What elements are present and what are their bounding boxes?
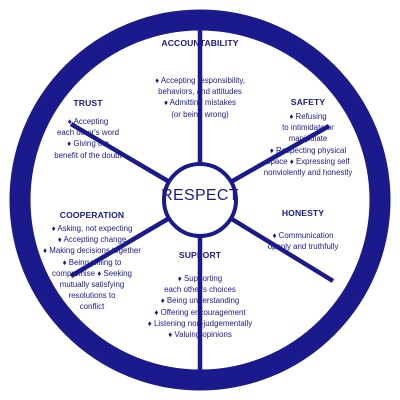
accountability-line: (or being wrong) bbox=[171, 109, 229, 119]
honesty-title: HONESTY bbox=[281, 208, 325, 218]
cooperation-line: mutually satisfying bbox=[59, 280, 125, 290]
trust-text: ♦ Accepting each other's word ♦ Giving t… bbox=[38, 116, 138, 161]
trust-line: benefit of the doubt bbox=[54, 150, 122, 160]
trust-title: TRUST bbox=[73, 98, 103, 108]
cooperation-line: ♦ Making decisions together bbox=[43, 246, 141, 256]
trust-line: each other's word bbox=[56, 128, 120, 138]
accountability-text: ♦ Accepting responsibility, behaviors, a… bbox=[130, 75, 270, 120]
accountability-line: ♦ Accepting responsibility, bbox=[155, 76, 245, 85]
support-line: each other's choices bbox=[164, 285, 236, 295]
safety-text: ♦ Refusing to intimidate or manipulate ♦… bbox=[248, 111, 368, 178]
safety-line: ♦ Refusing bbox=[289, 112, 327, 121]
cooperation-line: compromise ♦ Seeking bbox=[52, 268, 132, 278]
safety-line: to intimidate or bbox=[282, 123, 334, 133]
safety-line: ♦ Respecting physical bbox=[269, 145, 347, 155]
cooperation-line: resolutions to bbox=[68, 291, 116, 301]
accountability-line: ♦ Admitting mistakes bbox=[164, 98, 236, 108]
spoke-bottom-left bbox=[69, 211, 180, 278]
cooperation-line: ♦ Being willing to bbox=[62, 257, 122, 267]
honesty-text: ♦ Communication openly and truthfully bbox=[248, 230, 358, 252]
support-line: ♦ Supporting bbox=[177, 274, 223, 283]
honesty-line: ♦ Communication bbox=[272, 231, 334, 240]
support-line: ♦ Valuing opinions bbox=[168, 330, 232, 340]
accountability-title: ACCOUNTABILITY bbox=[161, 38, 239, 48]
support-line: ♦ Offering encouragement bbox=[154, 307, 246, 317]
cooperation-line: ♦ Asking, not expecting bbox=[51, 224, 133, 233]
spoke-bottom-right bbox=[220, 211, 335, 283]
cooperation-line: ♦ Accepting change bbox=[57, 235, 127, 245]
cooperation-title: COOPERATION bbox=[59, 210, 125, 220]
cooperation-line: conflict bbox=[79, 302, 105, 312]
spoke-top-right bbox=[220, 124, 331, 189]
safety-line: space ♦ Expressing self bbox=[266, 156, 350, 166]
honesty-line: openly and truthfully bbox=[267, 242, 339, 252]
spoke-top-left bbox=[69, 122, 180, 189]
safety-title: SAFETY bbox=[290, 97, 326, 107]
center-label: RESPECT bbox=[161, 187, 239, 204]
cooperation-text: ♦ Asking, not expecting ♦ Accepting chan… bbox=[32, 223, 152, 313]
accountability-line: behaviors, and attitudes bbox=[158, 87, 242, 97]
trust-line: ♦ Giving the bbox=[67, 139, 109, 149]
trust-line: ♦ Accepting bbox=[67, 117, 109, 126]
support-title: SUPPORT bbox=[178, 250, 222, 260]
center-hub bbox=[162, 162, 238, 238]
support-line: ♦ Being understanding bbox=[160, 296, 240, 306]
safety-line: nonviolently and honestly bbox=[263, 168, 353, 178]
safety-line: manipulate bbox=[288, 134, 328, 144]
support-line: ♦ Listening non-judgementally bbox=[147, 318, 253, 328]
support-text: ♦ Supporting each other's choices ♦ Bein… bbox=[130, 273, 270, 340]
